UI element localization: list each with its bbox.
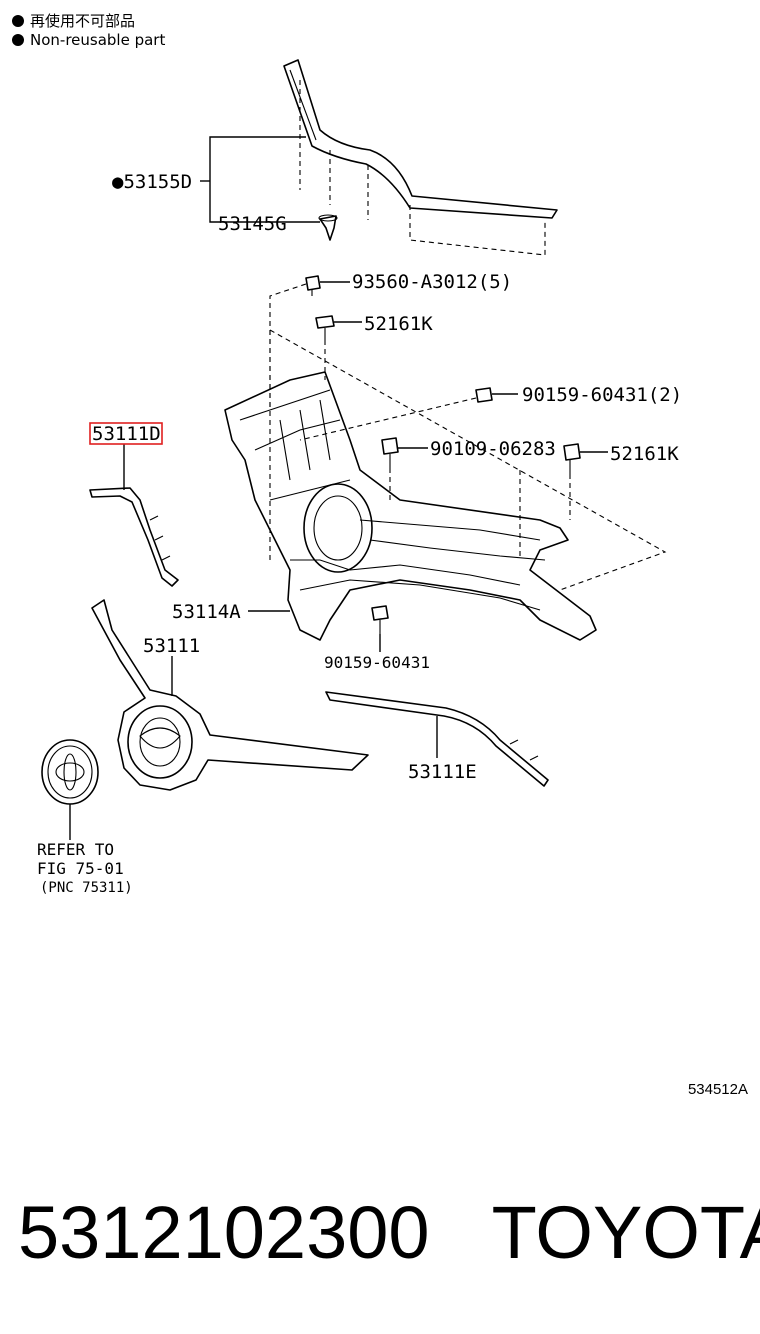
grille-53111: [91, 599, 369, 791]
legend-english-text: Non-reusable part: [30, 31, 166, 49]
label-53114a: 53114A: [172, 601, 241, 623]
legend-line-japanese: 再使用不可部品: [12, 10, 135, 31]
label-52161k-top: 52161K: [364, 313, 433, 335]
label-refer-pnc: (PNC 75311): [40, 880, 133, 896]
moulding-53111e: [325, 691, 549, 787]
label-refer-to: REFER TO: [37, 840, 114, 859]
bolt-52161k-right: [563, 443, 608, 520]
diagram-code: 534512A: [687, 1081, 748, 1098]
label-52161k-right: 52161K: [610, 443, 679, 465]
legend-line-english: Non-reusable part: [12, 31, 165, 49]
moulding-53111d: [89, 487, 179, 587]
legend-japanese-text: 再使用不可部品: [30, 12, 136, 30]
part-number: 5312102300: [18, 1191, 430, 1274]
label-90159-2: 90159-60431(2): [522, 384, 682, 406]
bolt-52161k-top: [315, 315, 362, 380]
label-refer-fig: FIG 75-01: [37, 859, 124, 878]
label-93560: 93560-A3012(5): [352, 271, 512, 293]
leader-53155d: [209, 136, 306, 223]
highlight-box-53111d: [89, 422, 163, 445]
label-53155d: ●53155D: [112, 171, 192, 193]
molding-53155d: [283, 59, 558, 256]
non-reusable-dot-icon: [12, 15, 24, 27]
brand-name: TOYOTA: [491, 1191, 760, 1274]
screw-90159: [371, 605, 389, 652]
label-53145g: 53145G: [218, 213, 287, 235]
label-53111: 53111: [143, 635, 200, 657]
footer-caption: 5312102300 TOYOTA: [18, 1190, 760, 1275]
grille-body-53114a: [224, 329, 667, 641]
label-53111d: 53111D: [92, 423, 161, 445]
clip-53145g: [318, 214, 338, 241]
label-90109: 90109-06283: [430, 438, 556, 460]
label-53111e: 53111E: [408, 761, 477, 783]
bolt-90109: [381, 437, 428, 500]
non-reusable-dot-icon: [12, 34, 24, 46]
emblem-75311: [41, 739, 99, 805]
label-90159: 90159-60431: [324, 653, 430, 672]
bolt-90159-2: [299, 387, 518, 441]
screw-93560: [269, 275, 350, 560]
